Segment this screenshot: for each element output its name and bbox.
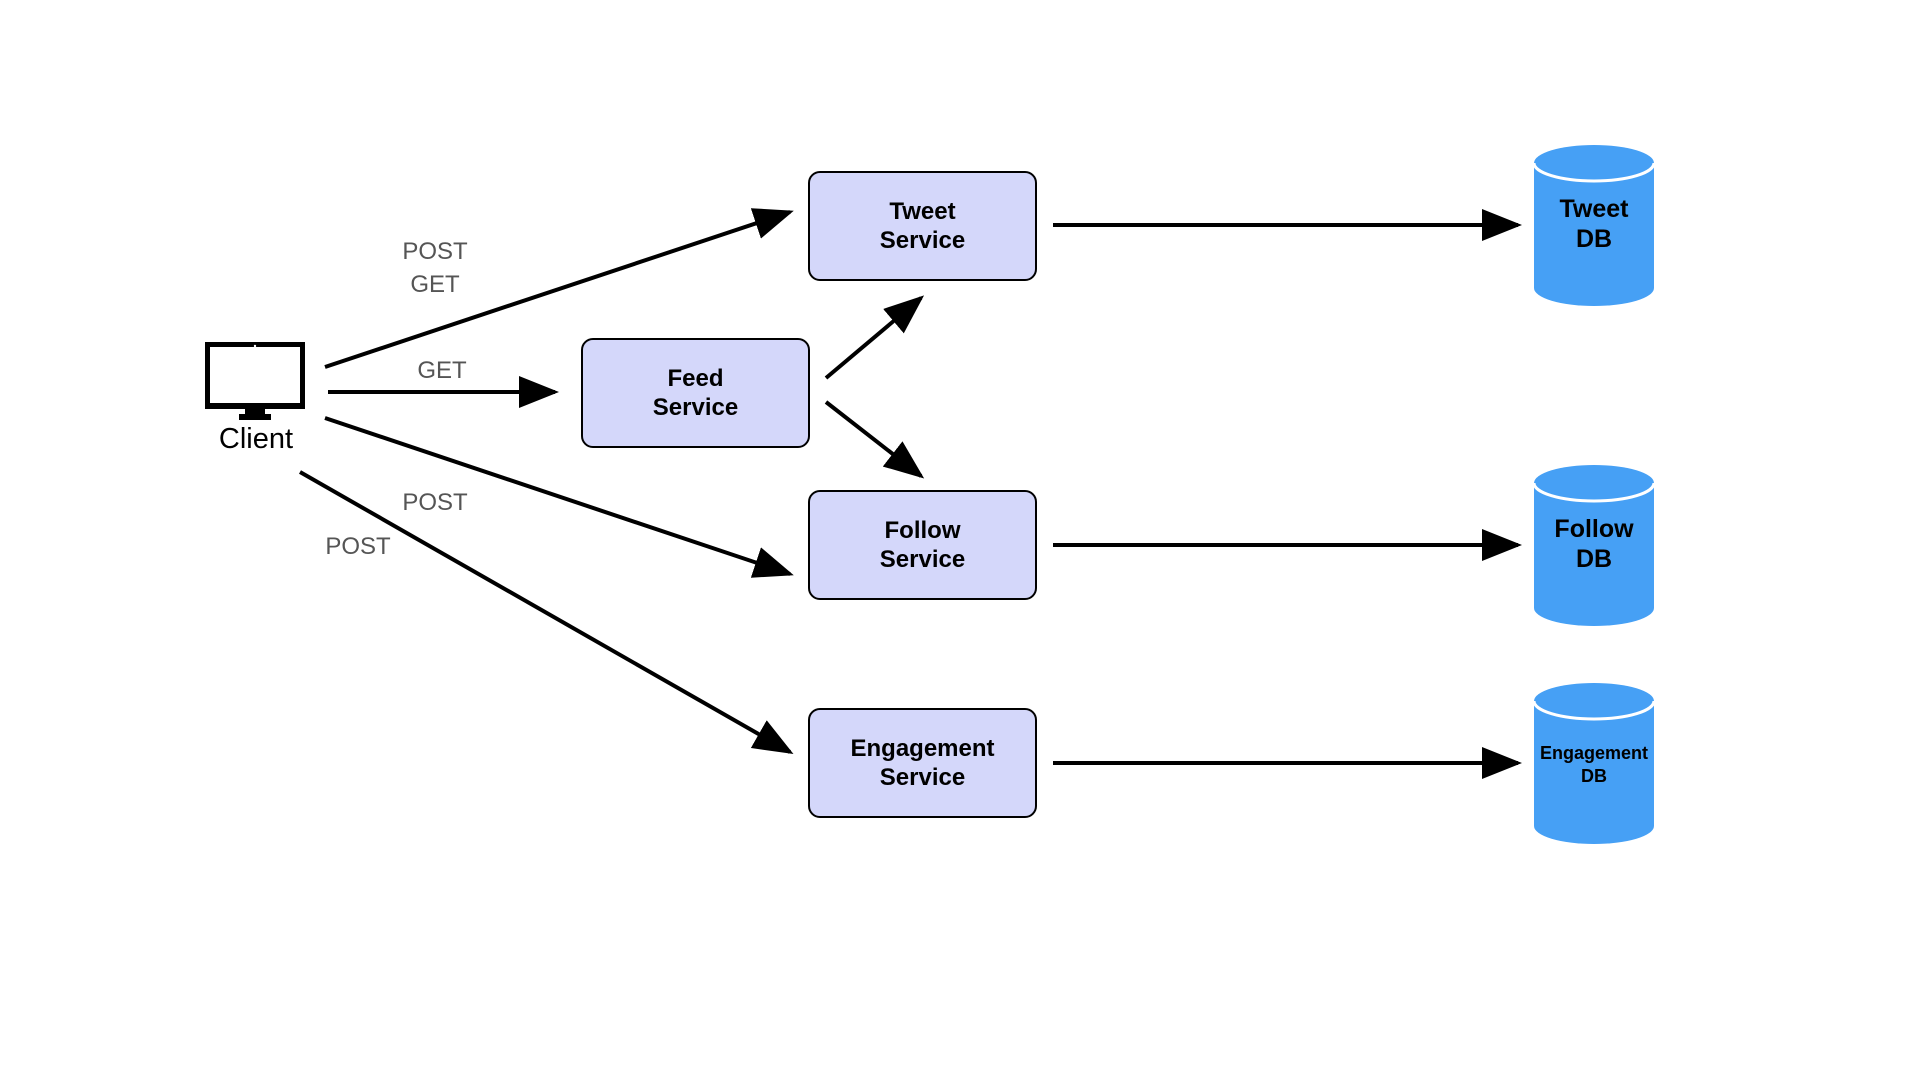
client-label: Client xyxy=(218,423,294,455)
monitor-icon xyxy=(204,341,306,420)
engagement-db-label: Engagement DB xyxy=(1532,742,1656,788)
tweet-service-label-line2: Service xyxy=(879,227,966,254)
arrow-feed-to-tweet-service xyxy=(824,295,925,380)
follow-db-label: Follow DB xyxy=(1532,514,1656,574)
feed-service-label-line1: Feed xyxy=(667,365,724,392)
arrow-client-to-tweet-service xyxy=(324,208,794,369)
database-icon xyxy=(1532,145,1656,306)
engagement-db[interactable]: Engagement DB xyxy=(1532,681,1656,846)
database-icon xyxy=(1532,683,1656,844)
follow-service-label-line2: Service xyxy=(879,546,966,573)
edge-label-method-get: GET xyxy=(410,271,460,298)
engagement-service[interactable]: Engagement Service xyxy=(808,708,1037,818)
engagement-service-label-line2: Service xyxy=(879,764,966,791)
edge-label-client-to-tweet: POST GET xyxy=(395,235,475,301)
edge-label-client-to-feed: GET xyxy=(417,357,467,384)
engagement-db-label-line1: Engagement xyxy=(1539,743,1649,763)
follow-db-label-line2: DB xyxy=(1575,545,1613,573)
follow-service[interactable]: Follow Service xyxy=(808,490,1037,600)
follow-service-label-line1: Follow xyxy=(884,517,961,544)
edge-label-client-to-follow: POST xyxy=(402,489,468,516)
engagement-service-label-line1: Engagement xyxy=(850,735,995,762)
engagement-db-label-line2: DB xyxy=(1581,766,1607,786)
tweet-db-label-line1: Tweet xyxy=(1559,195,1629,223)
client-node[interactable] xyxy=(204,341,306,462)
arrow-feed-to-follow-service xyxy=(824,400,925,479)
tweet-db-label: Tweet DB xyxy=(1532,194,1656,254)
feed-service-label-line2: Service xyxy=(652,394,739,421)
tweet-db-label-line2: DB xyxy=(1575,225,1613,253)
feed-service[interactable]: Feed Service xyxy=(581,338,810,448)
arrow-client-to-engagement-service xyxy=(299,470,794,754)
follow-db-label-line1: Follow xyxy=(1554,515,1634,543)
arrow-client-to-follow-service xyxy=(324,416,794,578)
tweet-service[interactable]: Tweet Service xyxy=(808,171,1037,281)
tweet-db[interactable]: Tweet DB xyxy=(1532,143,1656,308)
follow-db[interactable]: Follow DB xyxy=(1532,463,1656,628)
edge-label-method-post: POST xyxy=(402,238,468,265)
database-icon xyxy=(1532,465,1656,626)
edge-label-client-to-engagement: POST xyxy=(325,533,391,560)
tweet-service-label-line1: Tweet xyxy=(889,198,956,225)
